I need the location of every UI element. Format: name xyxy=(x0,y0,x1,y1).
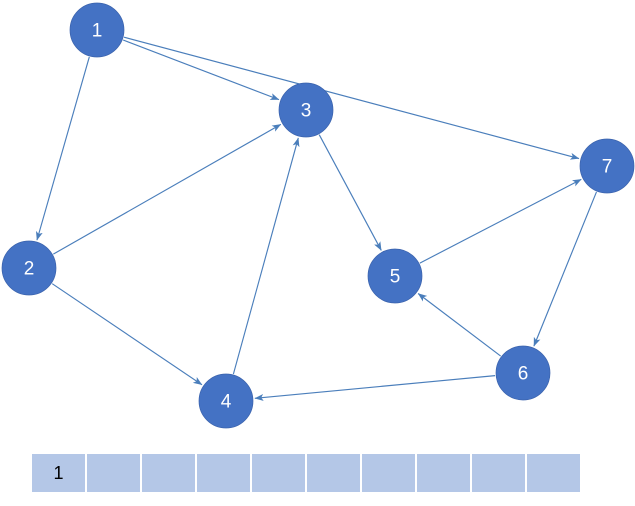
array-cell-9[interactable] xyxy=(527,454,580,492)
edge-2-to-3 xyxy=(53,123,282,255)
graph-node-5[interactable]: 5 xyxy=(367,248,423,304)
edge-3-to-5 xyxy=(318,134,382,251)
node-circle-5[interactable] xyxy=(367,248,423,304)
graph-node-6[interactable]: 6 xyxy=(495,345,551,401)
graph-node-2[interactable]: 2 xyxy=(1,240,57,296)
array-cell-0[interactable]: 1 xyxy=(32,454,85,492)
array-cell-8[interactable] xyxy=(472,454,525,492)
array-cell-6[interactable] xyxy=(362,454,415,492)
edge-4-to-3 xyxy=(232,137,300,375)
nodes-layer: 1 2 3 4 5 6 7 xyxy=(1,2,635,429)
array-row: 1 xyxy=(32,454,580,492)
edge-6-to-5 xyxy=(417,293,502,357)
edge-5-to-7 xyxy=(419,178,582,264)
edges-layer xyxy=(35,36,598,401)
node-circle-2[interactable] xyxy=(1,240,57,296)
graph-node-7[interactable]: 7 xyxy=(579,138,635,194)
array-cell-2[interactable] xyxy=(142,454,195,492)
array-cell-3[interactable] xyxy=(197,454,250,492)
array-cell-5[interactable] xyxy=(307,454,360,492)
edge-1-to-7 xyxy=(123,36,580,160)
edge-6-to-4 xyxy=(254,375,496,401)
edge-7-to-6 xyxy=(533,191,598,347)
node-circle-3[interactable] xyxy=(278,82,334,138)
graph-node-1[interactable]: 1 xyxy=(69,2,125,58)
visited-array-table: 1 xyxy=(30,452,582,494)
node-circle-7[interactable] xyxy=(579,138,635,194)
graph-node-3[interactable]: 3 xyxy=(278,82,334,138)
array-cell-4[interactable] xyxy=(252,454,305,492)
array-cell-1[interactable] xyxy=(87,454,140,492)
node-circle-1[interactable] xyxy=(69,2,125,58)
node-circle-6[interactable] xyxy=(495,345,551,401)
edge-1-to-3 xyxy=(122,39,280,101)
graph-node-4[interactable]: 4 xyxy=(198,373,254,429)
edge-2-to-4 xyxy=(51,283,203,386)
node-circle-4[interactable] xyxy=(198,373,254,429)
array-cell-7[interactable] xyxy=(417,454,470,492)
edge-1-to-2 xyxy=(35,56,90,241)
